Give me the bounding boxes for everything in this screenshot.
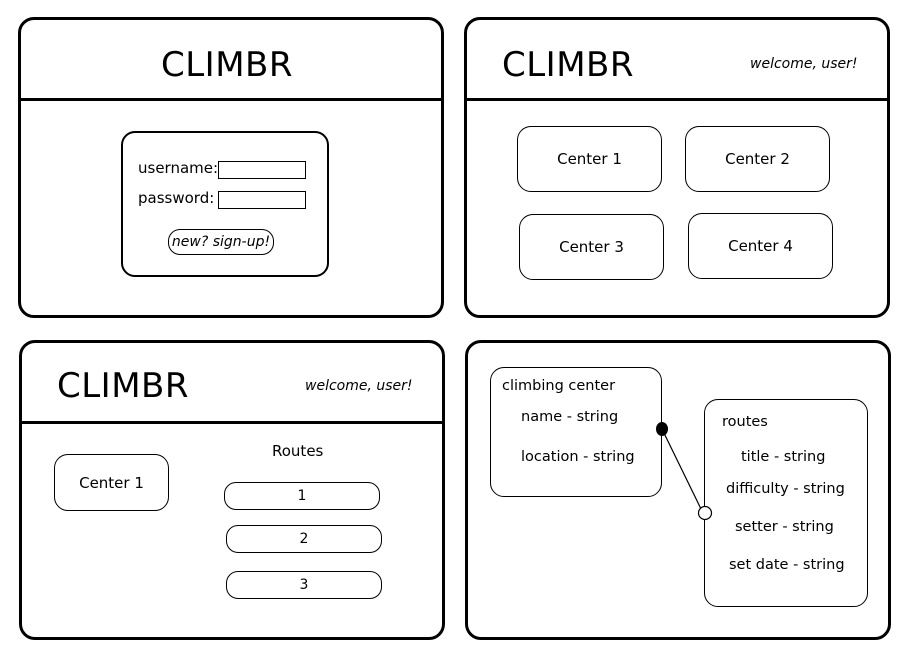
route-item-3[interactable]: 3 [226, 571, 382, 599]
selected-center-card[interactable]: Center 1 [54, 454, 169, 511]
welcome-message: welcome, user! [750, 56, 858, 72]
app-logo: CLIMBR [57, 366, 189, 406]
center-card-2[interactable]: Center 2 [685, 126, 830, 192]
center-card-1[interactable]: Center 1 [517, 126, 662, 192]
welcome-message: welcome, user! [305, 378, 413, 394]
one-end-marker [656, 422, 668, 436]
entity-field: location - string [521, 449, 635, 465]
login-header: CLIMBR [21, 20, 441, 101]
centers-header: CLIMBR welcome, user! [467, 20, 887, 101]
many-end-marker [697, 505, 713, 521]
app-logo: CLIMBR [502, 45, 634, 85]
password-label: password: [138, 189, 215, 207]
climbing-center-entity: climbing center name - string location -… [490, 367, 662, 497]
route-item-1[interactable]: 1 [224, 482, 380, 510]
username-label: username: [138, 159, 219, 177]
login-screen-panel: CLIMBR username: password: new? sign-up! [18, 17, 444, 318]
center-card-4[interactable]: Center 4 [688, 213, 833, 279]
relationship-line [661, 428, 703, 512]
login-form: username: password: new? sign-up! [121, 131, 329, 277]
app-logo: CLIMBR [161, 45, 293, 85]
schema-panel: climbing center name - string location -… [465, 340, 891, 640]
entity-field: set date - string [729, 557, 845, 573]
center-card-3[interactable]: Center 3 [519, 214, 664, 280]
signup-button[interactable]: new? sign-up! [168, 229, 274, 255]
routes-screen-panel: CLIMBR welcome, user! Center 1 Routes 1 … [19, 340, 445, 640]
entity-title: routes [722, 414, 768, 430]
relationship-connector [656, 422, 713, 521]
routes-header: CLIMBR welcome, user! [22, 343, 442, 424]
routes-entity: routes title - string difficulty - strin… [704, 399, 868, 607]
entity-field: name - string [521, 409, 619, 425]
route-item-2[interactable]: 2 [226, 525, 382, 553]
username-input[interactable] [218, 161, 306, 179]
entity-field: difficulty - string [726, 481, 845, 497]
password-input[interactable] [218, 191, 306, 209]
entity-title: climbing center [502, 378, 616, 394]
centers-screen-panel: CLIMBR welcome, user! Center 1 Center 2 … [464, 17, 890, 318]
entity-field: setter - string [735, 519, 834, 535]
routes-heading: Routes [272, 442, 324, 460]
entity-field: title - string [741, 449, 826, 465]
